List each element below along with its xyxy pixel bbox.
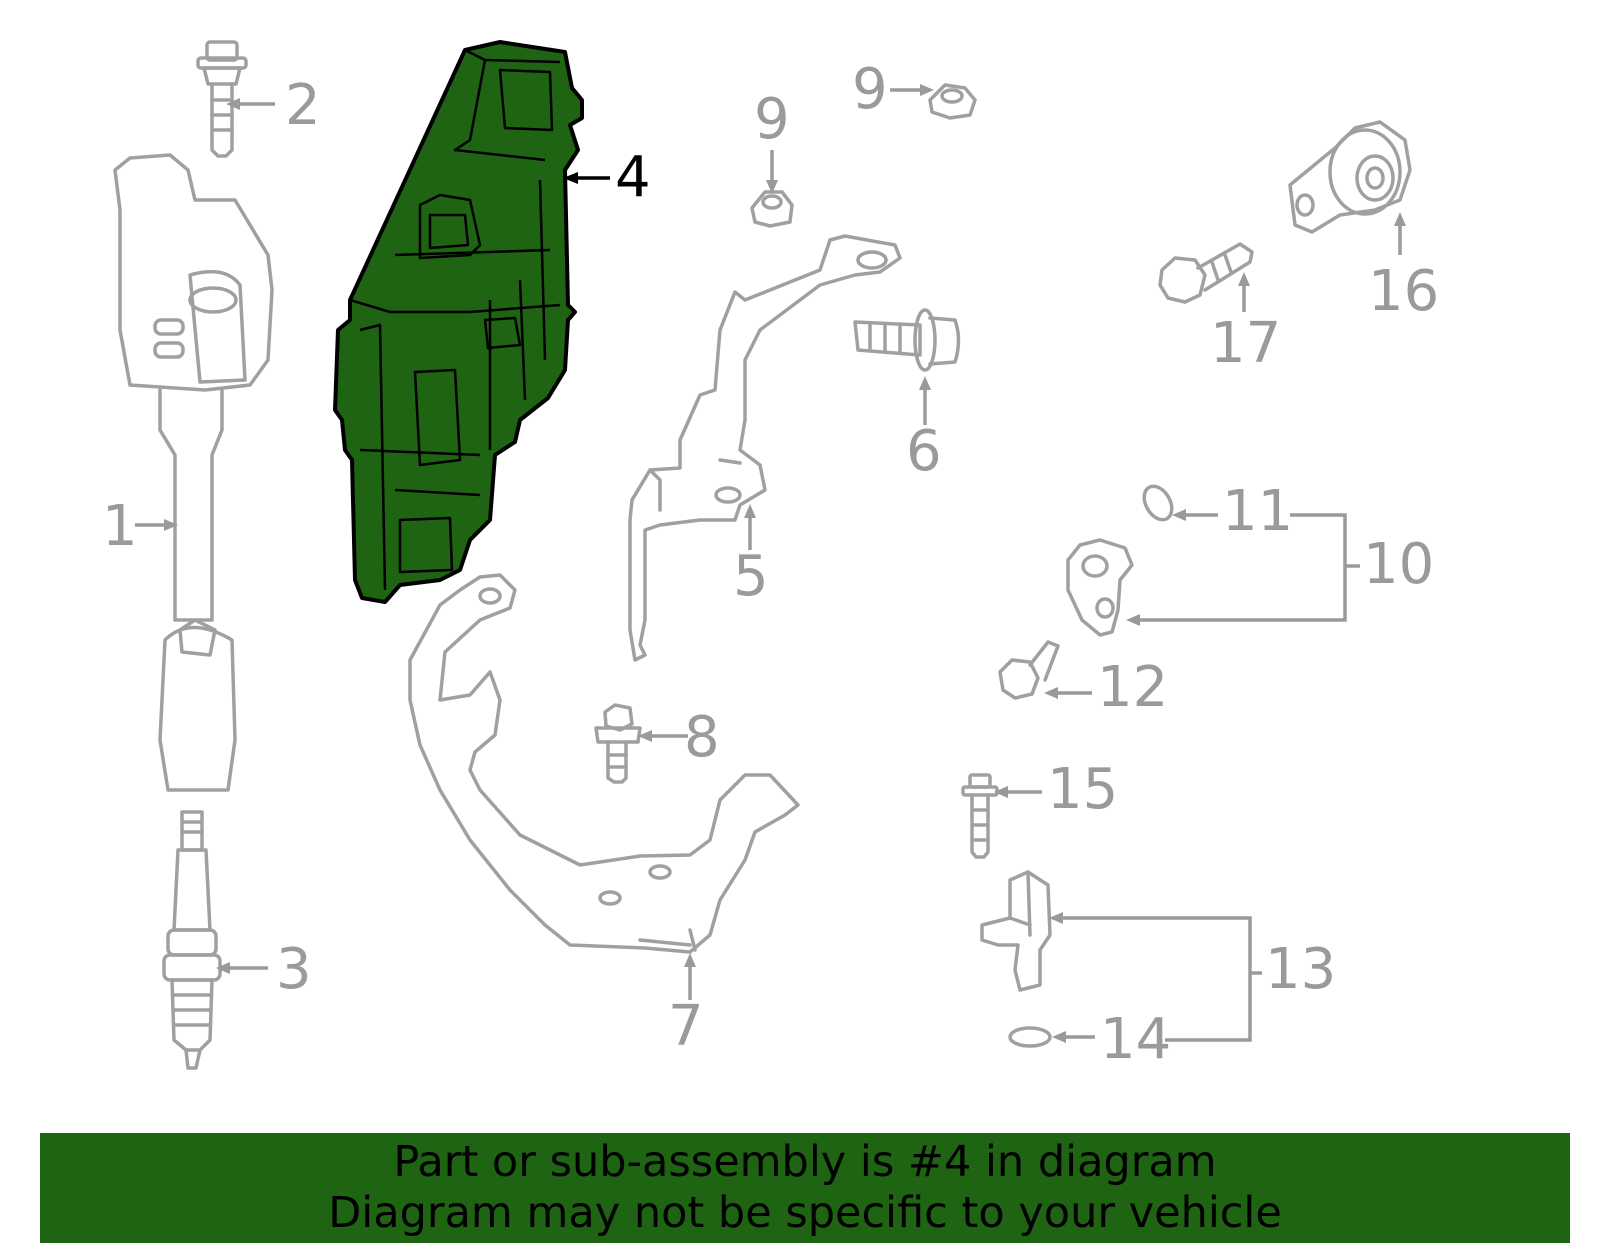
callout-numbers: 2 4 1 3 9 9 5 6 7 8 16 17 11 10 12 15 13…	[102, 57, 1439, 1072]
callout-15: 15	[1047, 757, 1118, 822]
sensor-part-10[interactable]	[1066, 538, 1134, 637]
o-ring-part-11[interactable]	[1139, 481, 1178, 524]
callout-2: 2	[285, 73, 321, 138]
o-ring-part-14[interactable]	[1008, 1026, 1052, 1048]
callout-leaders	[135, 84, 1406, 1043]
banner-line-part-number: Part or sub-assembly is #4 in diagram	[393, 1137, 1217, 1187]
callout-3: 3	[276, 937, 312, 1002]
bolt-part-8[interactable]	[594, 703, 642, 784]
control-module-part-4[interactable]	[333, 40, 584, 604]
callout-13: 13	[1265, 937, 1336, 1002]
callout-5: 5	[733, 544, 769, 609]
mount-part-16[interactable]	[1288, 120, 1412, 234]
parts-diagram: 2 4 1 3 9 9 5 6 7 8 16 17 11 10 12 15 13…	[102, 40, 1439, 1072]
bracket-part-5[interactable]	[628, 234, 902, 662]
callout-11: 11	[1222, 479, 1293, 544]
callout-8: 8	[684, 705, 720, 770]
callout-10: 10	[1363, 532, 1434, 597]
spark-plug-part-3[interactable]	[162, 810, 222, 1070]
nut-part-9-upper[interactable]	[928, 83, 977, 120]
ignition-coil-part-1[interactable]	[113, 153, 274, 792]
bolt-part-17[interactable]	[1158, 242, 1254, 304]
callout-12: 12	[1097, 655, 1168, 720]
callout-17: 17	[1210, 311, 1281, 376]
callout-9-middle: 9	[754, 87, 790, 152]
bolt-part-15[interactable]	[961, 773, 999, 859]
sensor-part-13[interactable]	[980, 870, 1052, 992]
nut-part-9-middle[interactable]	[750, 190, 794, 228]
callout-6: 6	[906, 419, 942, 484]
info-banner: Part or sub-assembly is #4 in diagram Di…	[40, 1133, 1570, 1243]
callout-16: 16	[1368, 259, 1439, 324]
callout-7: 7	[668, 994, 704, 1059]
bracket-part-7[interactable]	[408, 573, 800, 954]
callout-1: 1	[102, 494, 138, 559]
callout-4: 4	[615, 145, 651, 210]
bolt-part-12[interactable]	[998, 640, 1060, 700]
callout-9-upper: 9	[852, 57, 888, 122]
bolt-part-2[interactable]	[196, 40, 248, 158]
banner-line-disclaimer: Diagram may not be specific to your vehi…	[328, 1188, 1282, 1238]
bolt-part-6[interactable]	[853, 308, 961, 372]
callout-14: 14	[1100, 1007, 1171, 1072]
